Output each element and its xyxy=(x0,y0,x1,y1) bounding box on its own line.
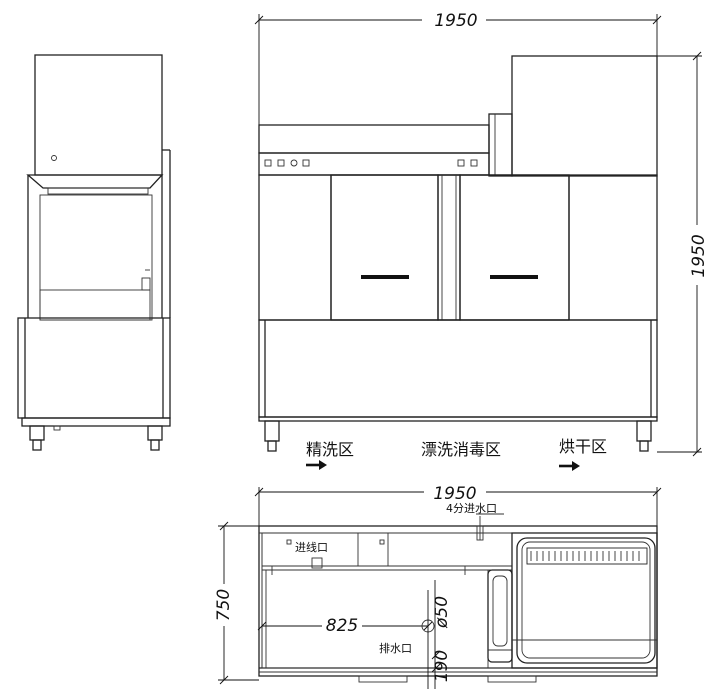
upper-body xyxy=(258,174,658,321)
base-rail xyxy=(487,675,537,683)
zone-label-dry: 烘干区 xyxy=(559,437,607,456)
base-rail xyxy=(358,675,408,683)
cable-inlet-box xyxy=(311,557,323,569)
hood xyxy=(258,124,490,154)
drain-label: 排水口 xyxy=(379,641,412,655)
top-width-dim: 1950 xyxy=(433,484,476,504)
front-view: 1950 1950 xyxy=(254,8,709,471)
hood-vent xyxy=(488,113,513,177)
zone-label-wash: 漂洗消毒区 xyxy=(421,440,501,459)
drain-height: 190 xyxy=(432,650,452,682)
cable-inlet-label: 进线口 xyxy=(295,540,328,554)
front-height-dim: 1950 xyxy=(689,234,709,277)
front-width-dim: 1950 xyxy=(434,11,477,31)
control-button xyxy=(277,159,285,167)
flow-arrow-icon xyxy=(559,461,580,471)
vent-slots xyxy=(530,551,640,561)
dryer-top xyxy=(511,532,658,669)
rinse-door xyxy=(459,174,570,321)
control-knob xyxy=(290,159,298,167)
side-opening xyxy=(39,194,153,321)
wash-door xyxy=(330,174,439,321)
flow-arrow-icon xyxy=(306,460,327,470)
control-button xyxy=(264,159,272,167)
door-handle xyxy=(361,275,409,279)
door-handle xyxy=(490,275,538,279)
side-foot xyxy=(29,425,45,441)
drain-tray xyxy=(487,569,513,663)
dryer-tower xyxy=(511,55,658,177)
zone-label-prewash: 精洗区 xyxy=(306,440,354,459)
side-view xyxy=(17,54,171,451)
side-indicator xyxy=(51,155,57,161)
lower-cabinet xyxy=(258,319,658,418)
side-dryer-hood xyxy=(34,54,163,176)
water-inlet-label: 4分进水口 xyxy=(446,502,497,515)
vent-grill xyxy=(526,547,648,565)
foot xyxy=(264,420,280,442)
top-view: 1950 750 进线口 4分进水口 xyxy=(212,480,662,689)
top-depth-dim: 750 xyxy=(214,589,234,621)
water-inlet-pipe xyxy=(476,525,484,541)
side-foot xyxy=(147,425,163,441)
side-hood-lip xyxy=(26,174,164,189)
control-button xyxy=(457,159,465,167)
drain-diameter: ø50 xyxy=(432,596,452,629)
foot xyxy=(636,420,652,442)
drain-offset-dim: 825 xyxy=(326,616,358,636)
side-cabinet xyxy=(17,317,171,419)
control-button xyxy=(470,159,478,167)
control-button xyxy=(302,159,310,167)
control-band xyxy=(258,152,490,176)
